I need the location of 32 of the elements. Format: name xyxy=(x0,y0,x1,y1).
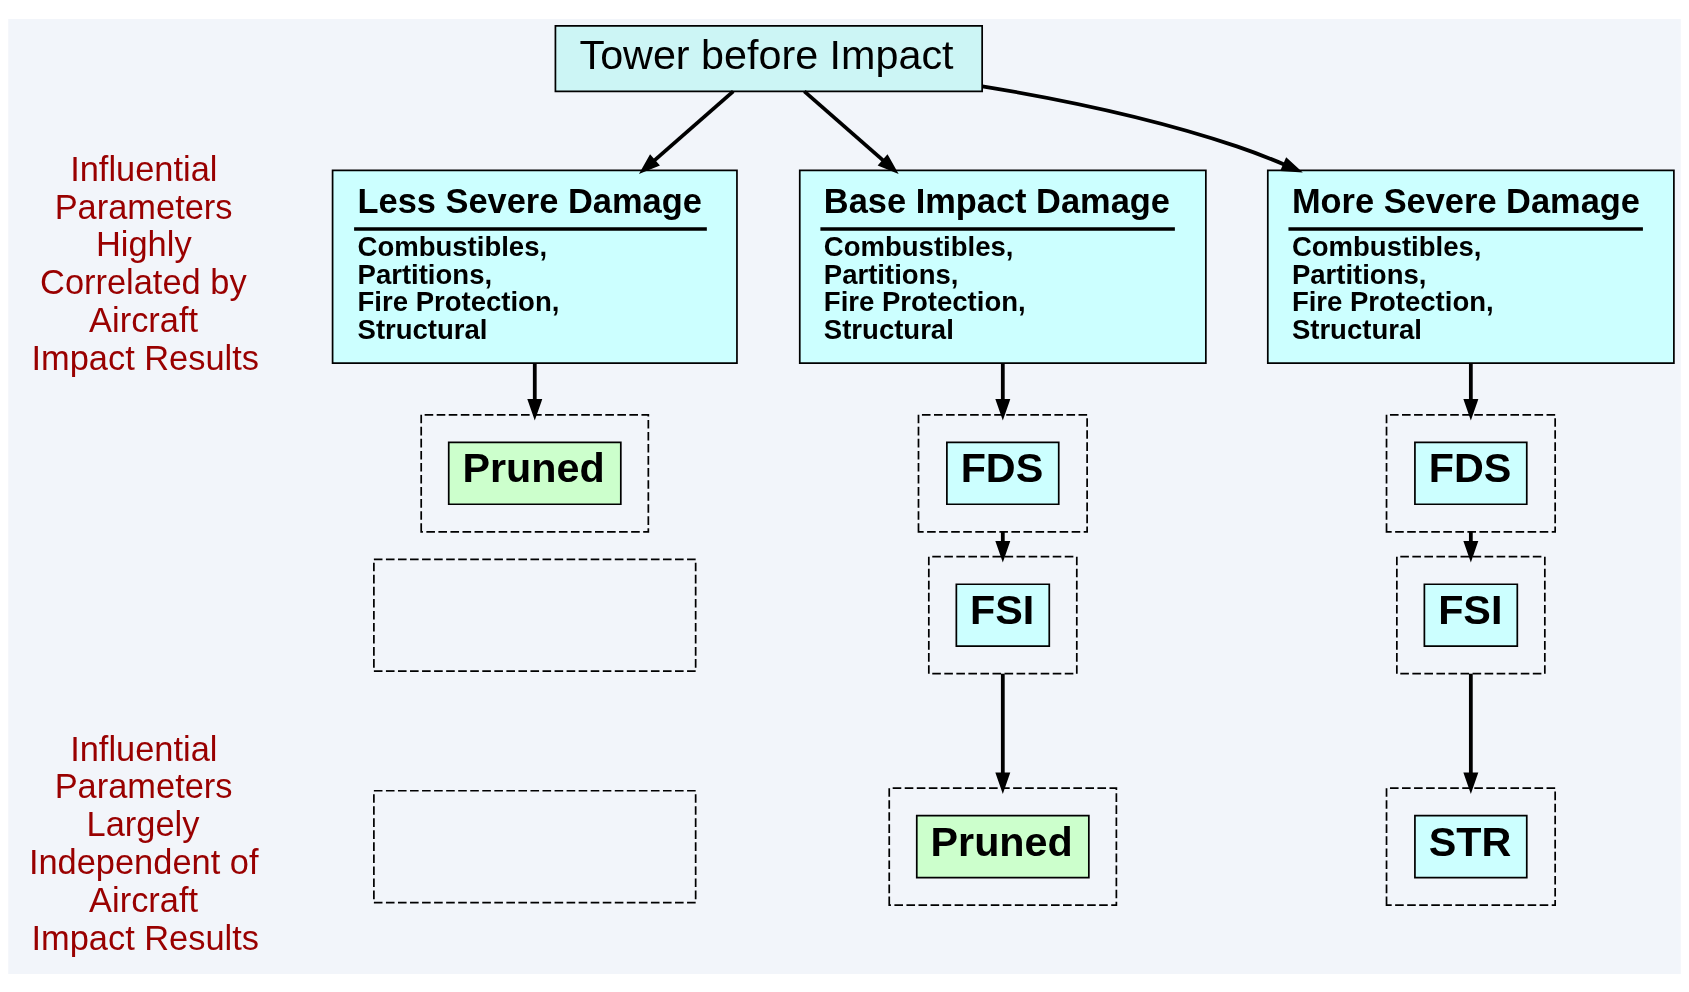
cluster xyxy=(1385,786,1556,906)
cluster xyxy=(917,413,1088,533)
node-box: Base Impact Damage Combustibles, Partitions, Fire Protection, Structural xyxy=(798,169,1207,364)
arrow xyxy=(1463,363,1479,420)
node-box: Tower before Impact xyxy=(554,24,983,92)
node-box xyxy=(373,789,697,903)
cluster xyxy=(420,413,650,533)
arrow xyxy=(527,363,543,420)
cluster xyxy=(927,555,1078,675)
cluster xyxy=(1385,413,1556,533)
node-box: FDS xyxy=(1414,440,1528,505)
arrow xyxy=(1463,531,1479,562)
arrow xyxy=(995,673,1011,794)
node-box: More Severe Damage Combustibles, Partitions, Fire Protection, Structural xyxy=(1266,169,1675,364)
cluster xyxy=(888,786,1118,906)
arrow xyxy=(982,83,1303,173)
cluster xyxy=(1396,555,1546,675)
label: Influential Parameters Highly Correlated by Aircraft Impact Results xyxy=(31,149,260,377)
node-box: FSI xyxy=(1423,582,1519,647)
node-box: Pruned xyxy=(915,814,1090,878)
arrow xyxy=(803,89,899,174)
label: Influential Parameters Largely Independent of Aircraft Impact Results xyxy=(28,729,260,957)
arrow xyxy=(638,89,735,174)
node-box: FSI xyxy=(955,582,1051,647)
arrow xyxy=(1463,673,1479,794)
arrow xyxy=(995,363,1011,420)
node-box: FDS xyxy=(946,440,1060,505)
node-box: Pruned xyxy=(447,440,622,505)
node-box: STR xyxy=(1414,814,1528,878)
node-box: Less Severe Damage Combustibles, Partitions, Fire Protection, Structural xyxy=(331,169,738,364)
node-box xyxy=(373,557,697,672)
arrow xyxy=(995,531,1011,562)
